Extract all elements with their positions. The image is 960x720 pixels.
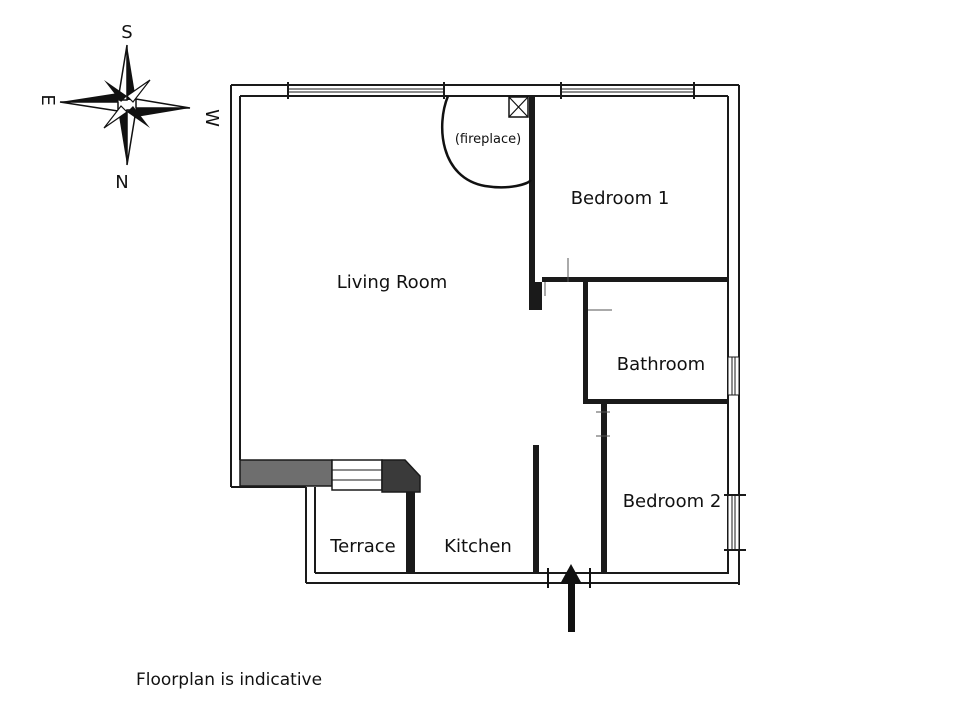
compass-label-left: E <box>37 94 58 105</box>
right-windows <box>724 356 746 551</box>
compass-point-right-dark <box>136 108 190 117</box>
bedroom2-window <box>727 494 740 551</box>
outer-walls <box>230 84 740 585</box>
bathroom-left-wall <box>583 282 588 404</box>
bedroom2-left-wall <box>601 404 607 574</box>
room-labels: Living Room Bedroom 1 Bathroom Bedroom 2… <box>329 188 721 557</box>
fireplace: (fireplace) <box>441 95 532 189</box>
compass-point-bottom-dark <box>118 110 127 165</box>
bathroom-bottom-wall <box>583 399 728 404</box>
fireplace-outline <box>441 95 532 189</box>
compass-diag-3 <box>103 105 128 129</box>
compass-point-top-dark <box>127 45 136 100</box>
entrance-arrow-shaft <box>568 580 575 632</box>
compass-diag-1 <box>104 80 127 102</box>
compass-diag-2 <box>126 79 151 103</box>
compass-point-bottom-light <box>126 109 137 166</box>
compass-point-left-dark <box>60 93 118 102</box>
label-bedroom-1: Bedroom 1 <box>571 188 670 209</box>
kitchen-right-wall <box>533 445 539 573</box>
compass-label-top: S <box>121 22 132 43</box>
floorplan-caption: Floorplan is indicative <box>136 670 323 690</box>
terrace-door <box>331 459 383 491</box>
interior-walls <box>406 96 728 574</box>
compass-label-bottom: N <box>115 172 128 193</box>
compass-point-right-light <box>135 98 191 109</box>
compass-label-right: W <box>201 109 222 127</box>
corner-column <box>381 459 421 493</box>
chimney-cross-b <box>508 96 529 118</box>
door-marks <box>544 258 612 588</box>
top-windows <box>287 82 695 99</box>
label-terrace: Terrace <box>329 536 396 557</box>
compass-diag-4 <box>127 106 150 128</box>
compass-point-left-light <box>59 101 119 112</box>
terrace-boundary <box>239 459 421 493</box>
entrance-arrow-head <box>560 564 582 584</box>
grey-wall-block <box>239 459 333 487</box>
bedroom1-bottom-wall <box>542 277 728 282</box>
bathroom-window <box>727 356 740 396</box>
label-living-room: Living Room <box>337 272 448 293</box>
terrace-kitchen-divider <box>406 492 415 574</box>
label-bedroom-2: Bedroom 2 <box>623 491 722 512</box>
label-bathroom: Bathroom <box>617 354 705 375</box>
fireplace-label: (fireplace) <box>455 132 521 147</box>
compass-rose: S E W N <box>37 22 222 193</box>
label-kitchen: Kitchen <box>444 536 512 557</box>
bedroom1-left-wall <box>529 96 535 282</box>
bedroom1-wall-pier <box>529 282 542 310</box>
entrance-arrow-icon <box>560 564 582 632</box>
